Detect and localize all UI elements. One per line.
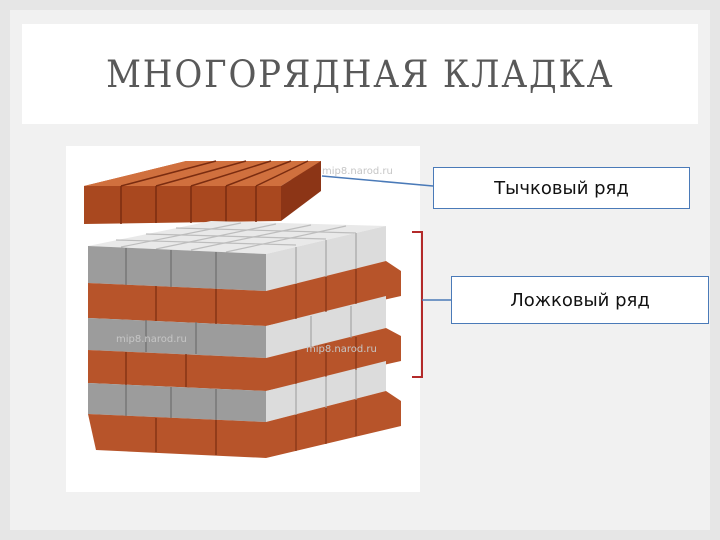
watermark: mip8.narod.ru [116,334,187,345]
stretcher-row-label: Ложковый ряд [451,276,709,324]
header-row-label-text: Тычковый ряд [494,177,629,199]
header-callout-line [321,175,434,187]
stretcher-bracket [412,231,423,378]
title-box: МНОГОРЯДНАЯ КЛАДКА [22,24,698,124]
masonry-illustration: mip8.narod.ru mip8.narod.ru mip8.narod.r… [66,146,420,492]
header-brick-row [84,160,321,224]
slide-title: МНОГОРЯДНАЯ КЛАДКА [105,52,615,96]
watermark: mip8.narod.ru [322,166,393,177]
header-row-label: Тычковый ряд [433,167,690,209]
watermark: mip8.narod.ru [306,344,377,355]
stretcher-row-label-text: Ложковый ряд [510,289,650,311]
masonry-drawing [84,160,401,458]
masonry-stack [88,221,401,458]
